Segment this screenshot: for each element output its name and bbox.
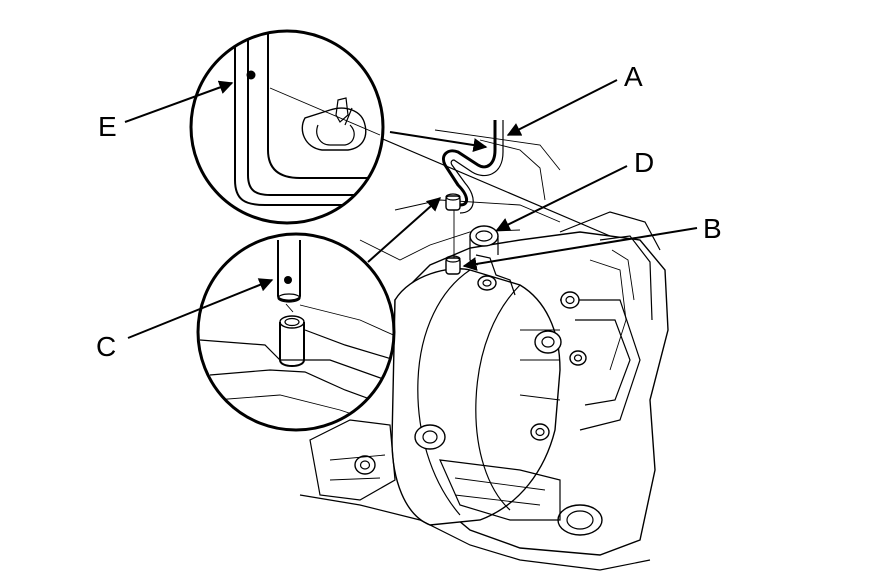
callout-label-a: A [624, 61, 643, 92]
leader-c [127, 278, 274, 339]
detail-view-bottom [196, 232, 396, 432]
callout-label-d: D [634, 147, 654, 178]
bolt-bosses [354, 275, 603, 536]
callout-label-c: C [96, 331, 116, 362]
detail-bottom-link [367, 197, 442, 263]
paint-mark-dot [284, 276, 292, 284]
breather-hose [442, 120, 504, 265]
leader-a [506, 79, 618, 136]
paint-mark-dot [246, 70, 256, 80]
detail-top-link [389, 131, 488, 152]
leader-e [124, 80, 234, 123]
detail-view-top [189, 29, 385, 225]
breather-tube-fitting [445, 193, 461, 211]
leader-d [495, 165, 628, 231]
breather-tube [445, 255, 461, 275]
callout-label-e: E [98, 111, 117, 142]
callout-label-b: B [703, 213, 722, 244]
leader-b [462, 227, 698, 271]
